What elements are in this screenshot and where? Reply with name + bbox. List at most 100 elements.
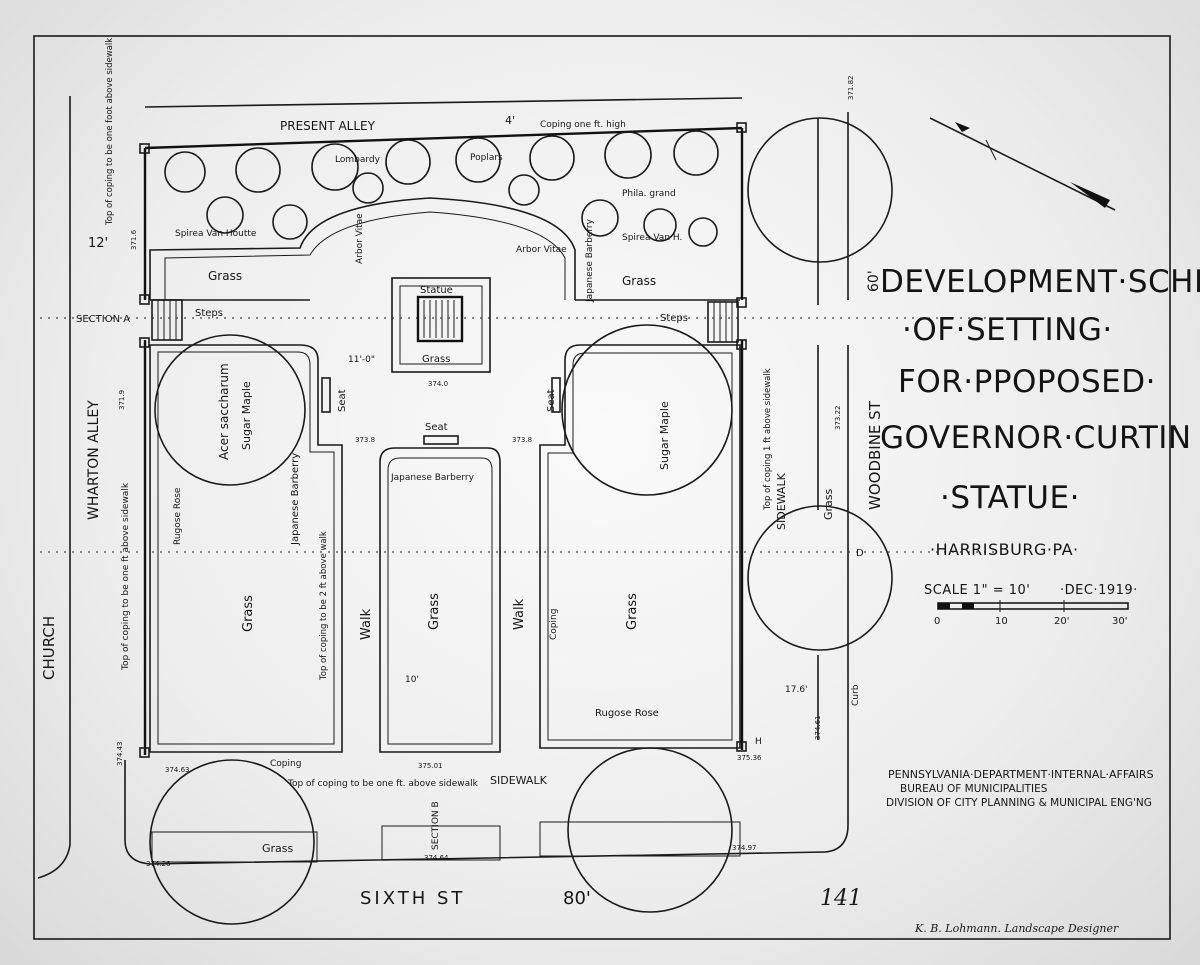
scale-tick-30: 30' xyxy=(1112,616,1127,627)
steps-label-east: Steps xyxy=(660,313,688,324)
credit-line-1: PENNSYLVANIA·DEPARTMENT·INTERNAL·AFFAIRS xyxy=(888,768,1154,781)
scale-tick-20: 20' xyxy=(1054,616,1069,627)
credits-block: PENNSYLVANIA·DEPARTMENT·INTERNAL·AFFAIRS… xyxy=(820,768,1154,935)
section-a-label: SECTION A xyxy=(76,314,130,325)
north-arrow-icon xyxy=(929,117,1116,211)
tree-poplar xyxy=(311,143,359,191)
church-label: CHURCH xyxy=(40,616,58,680)
elev-374-97: 374.97 xyxy=(732,844,757,852)
lombardy-label: Lombardy xyxy=(335,155,381,165)
acer-saccharum-label: Acer saccharum xyxy=(217,363,231,460)
section-b-label: SECTION B xyxy=(431,801,441,850)
street-tree-sixth-west xyxy=(149,759,315,925)
marker-h-label: H xyxy=(755,737,762,747)
scale-label: SCALE 1" = 10' xyxy=(924,583,1030,598)
wharton-width-label: 12' xyxy=(88,236,108,251)
tree-poplar xyxy=(604,131,652,179)
wharton-alley-label: WHARTON ALLEY xyxy=(86,400,102,520)
japanese-barberry-label-ne: Japanese Barberry xyxy=(585,218,595,303)
elev-374-63: 374.63 xyxy=(165,766,190,774)
statue-pedestal xyxy=(416,295,464,343)
pier-ne xyxy=(736,122,747,133)
sugar-maple-label-east: Sugar Maple xyxy=(658,401,671,470)
grass-strip-west xyxy=(151,831,318,863)
street-tree-woodbine-north xyxy=(747,117,893,263)
pier-w1 xyxy=(139,294,150,305)
coping-top-label: Coping one ft. high xyxy=(540,120,626,130)
sugar-maple-label-west: Sugar Maple xyxy=(240,381,253,450)
alley-width-label: 4' xyxy=(505,114,515,127)
steps-group xyxy=(151,299,739,343)
sixth-width-label: 80' xyxy=(563,888,591,909)
elev-374-0: 374.0 xyxy=(428,380,448,388)
elev-375-36: 375.36 xyxy=(737,754,762,762)
grass-label-nw: Grass xyxy=(208,269,242,283)
tree-poplar xyxy=(529,135,575,181)
marker-d-label: D xyxy=(856,548,864,559)
plan-labels: Statue Grass Grass Grass Grass Grass Gra… xyxy=(76,38,864,855)
street-tree-woodbine-south xyxy=(747,505,893,651)
title-line-5: ·STATUE· xyxy=(940,480,1080,516)
tree-poplar xyxy=(455,137,501,183)
statue-grass-label: Grass xyxy=(422,354,450,365)
shrub-spirea xyxy=(272,204,308,240)
steps-west xyxy=(151,299,183,341)
statue-grass-plot xyxy=(391,277,491,373)
title-line-1: DEVELOPMENT·SCHEME xyxy=(880,264,1200,300)
coping-note-south: Top of coping to be one ft. above sidewa… xyxy=(287,779,479,789)
steps-east xyxy=(707,301,739,343)
shrub-spirea xyxy=(581,199,619,237)
north-planting-bed xyxy=(149,130,740,301)
coping-note-walk: Top of coping to be 2 ft above walk xyxy=(319,531,329,681)
sixth-grass-label: Grass xyxy=(262,842,294,855)
coping-label-south: Coping xyxy=(270,759,301,769)
elev-373-22: 373.22 xyxy=(834,406,842,431)
arbor-vitae-hedge-outer xyxy=(149,197,576,300)
tree-small xyxy=(352,172,384,204)
scale-tick-0: 0 xyxy=(934,616,940,627)
seat-label-center: Seat xyxy=(425,422,448,433)
seat-east xyxy=(551,377,561,413)
elev-374-61: 374.61 xyxy=(814,716,822,741)
pier-se xyxy=(736,741,747,752)
pier-w2 xyxy=(139,337,150,348)
shrub-spirea xyxy=(688,217,718,247)
coping-note-nw: Top of coping to be one foot above sidew… xyxy=(105,38,115,226)
elev-374-64: 374.64 xyxy=(424,854,449,862)
seat-label-west: Seat xyxy=(337,389,348,412)
streets-layer xyxy=(37,96,1000,879)
coping-label-east: Coping xyxy=(549,609,559,640)
elev-374-43: 374.43 xyxy=(116,742,124,767)
woodbine-grass-label: Grass xyxy=(822,488,835,520)
grass-label-east: Grass xyxy=(625,593,640,630)
tree-poplar xyxy=(385,139,431,185)
lower-beds xyxy=(149,344,741,753)
elev-373-8-west: 373.8 xyxy=(355,436,375,444)
bed-center xyxy=(379,447,501,753)
dim-17-label: 17.6' xyxy=(785,685,808,695)
elev-371-6: 371.6 xyxy=(130,229,138,250)
sheet-border xyxy=(33,35,1171,940)
curb-label: Curb xyxy=(851,684,861,706)
page-number: 141 xyxy=(820,886,862,911)
church-curb-curve xyxy=(37,844,71,879)
scale-bar xyxy=(937,600,1129,612)
japanese-barberry-label-center: Japanese Barberry xyxy=(390,473,475,483)
elev-371-9: 371.9 xyxy=(118,390,126,410)
present-alley-label: PRESENT ALLEY xyxy=(280,119,376,133)
tree-poplar xyxy=(673,130,719,176)
grass-label-west: Grass xyxy=(241,595,256,632)
shrub-spirea xyxy=(206,196,244,234)
title-block: DEVELOPMENT·SCHEME ·OF·SETTING· FOR·PPOP… xyxy=(880,264,1200,627)
bed-west xyxy=(149,344,343,753)
sidewalk-label-south: SIDEWALK xyxy=(490,774,548,787)
spirea-van-h-label: Spirea Van H. xyxy=(622,233,682,243)
tree-sugar-maple-west xyxy=(154,334,306,486)
poplars-label: Poplars xyxy=(470,153,503,163)
date-label: ·DEC·1919· xyxy=(1060,583,1138,598)
coping-note-east: Top of coping 1 ft above sidewalk xyxy=(763,368,773,511)
park-boundary xyxy=(139,122,747,758)
grass-strip-center xyxy=(381,825,501,861)
